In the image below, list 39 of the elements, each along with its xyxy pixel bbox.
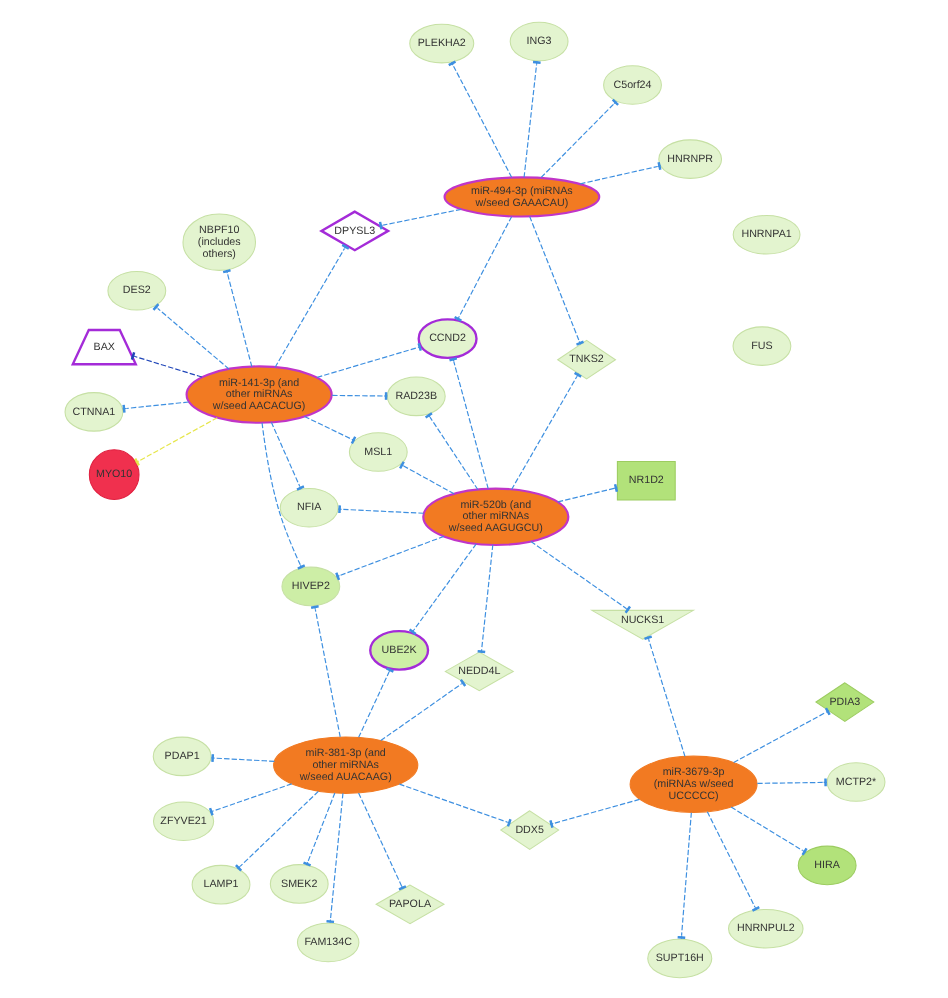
- connector: [732, 706, 830, 763]
- connector: [325, 791, 343, 923]
- connector: [379, 678, 466, 741]
- connector: [447, 59, 512, 177]
- connector: [448, 356, 488, 489]
- connector: [209, 753, 275, 761]
- connector: [221, 268, 252, 367]
- connector: [729, 805, 807, 855]
- connector: [398, 460, 454, 494]
- connector: [129, 350, 202, 377]
- connector: [315, 341, 421, 377]
- connector: [510, 370, 581, 489]
- connector: [357, 666, 393, 737]
- connector: [539, 97, 618, 178]
- connector: [207, 782, 292, 815]
- connector: [397, 782, 511, 826]
- connector: [302, 791, 335, 866]
- connector: [705, 810, 759, 911]
- connector: [377, 207, 461, 229]
- connector: [234, 789, 318, 871]
- connector: [578, 161, 661, 184]
- connector: [528, 215, 583, 345]
- connector: [309, 604, 340, 737]
- connector: [269, 420, 304, 490]
- connector: [260, 421, 305, 569]
- connector: [643, 634, 685, 756]
- connector: [522, 59, 540, 177]
- connector: [302, 414, 356, 444]
- connector: [453, 215, 512, 321]
- connector: [336, 504, 424, 513]
- connector: [133, 416, 217, 465]
- connector: [334, 534, 444, 580]
- connector: [423, 411, 478, 490]
- connector: [548, 797, 640, 827]
- connector: [357, 791, 406, 890]
- connector: [556, 482, 618, 502]
- connector: [407, 542, 476, 634]
- connector: [529, 539, 630, 613]
- connector: [273, 242, 349, 367]
